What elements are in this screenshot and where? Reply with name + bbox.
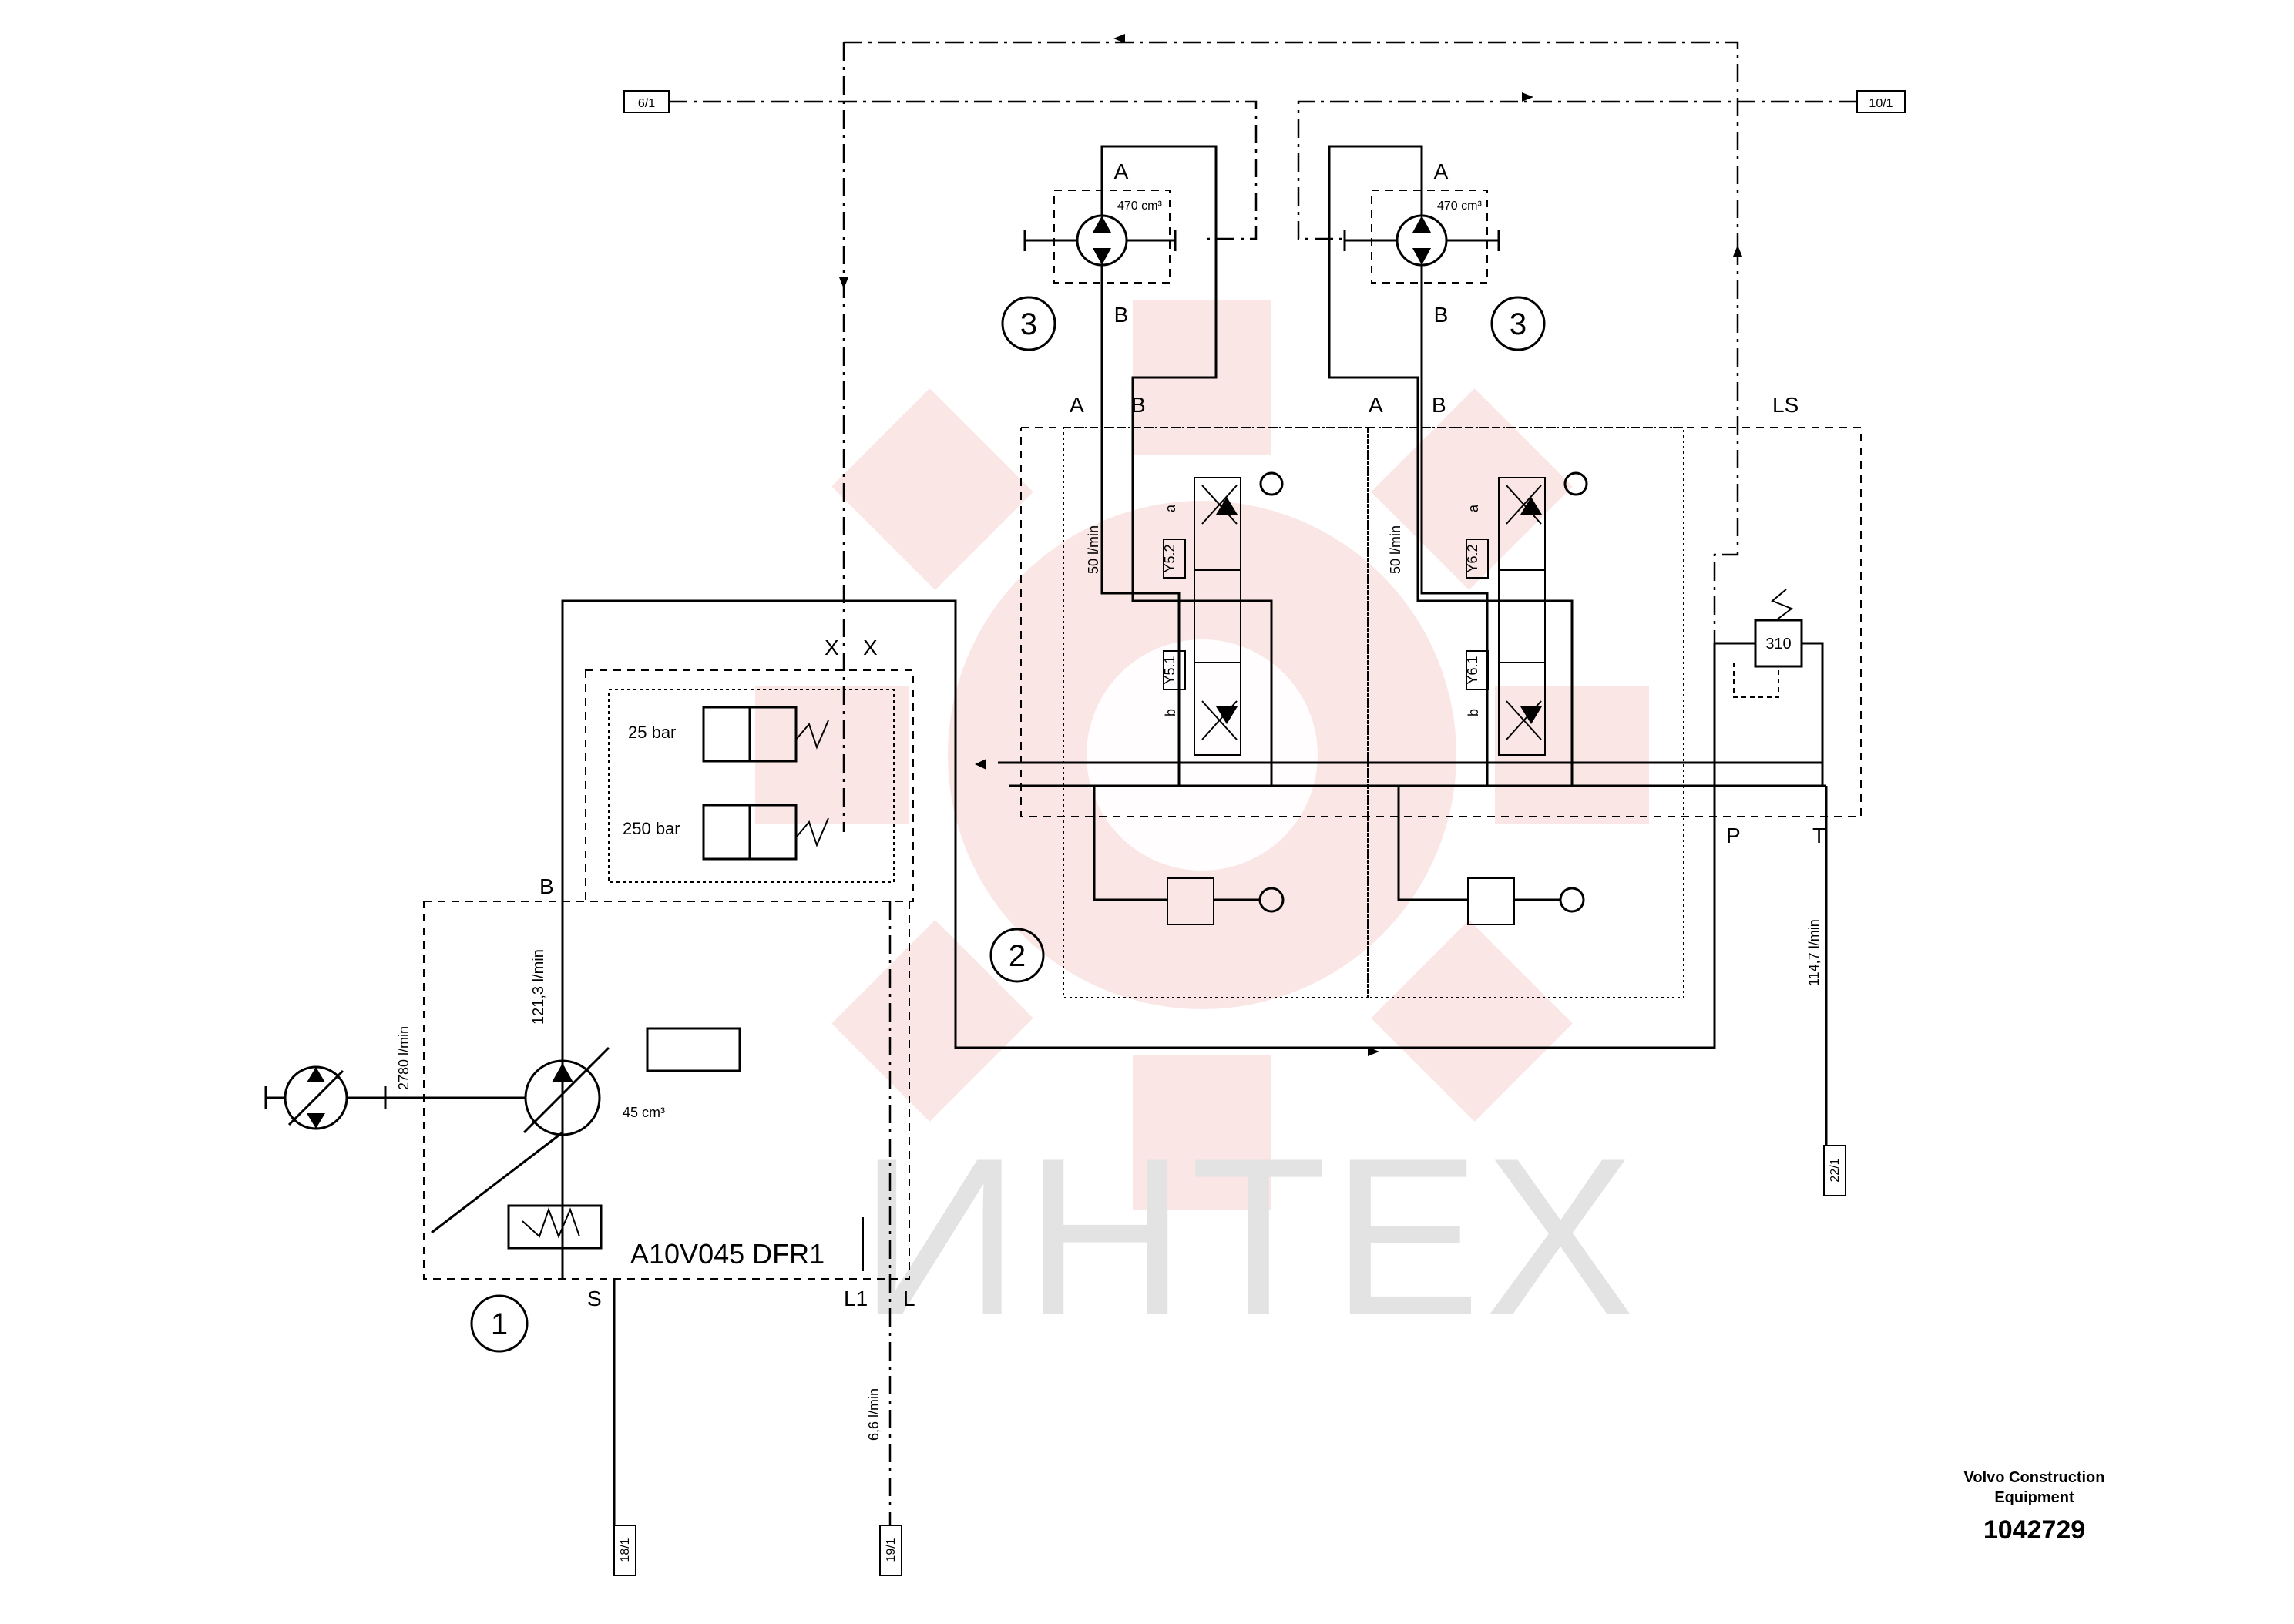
pump-compensator-block[interactable]: 25 bar 250 bar X X — [585, 636, 914, 902]
svg-text:L: L — [903, 1287, 915, 1310]
svg-text:6/1: 6/1 — [638, 97, 655, 110]
pilot-lines-top — [669, 34, 1857, 832]
main-pressure-tank-lines: 114,7 l/min — [561, 599, 1828, 1279]
svg-text:10/1: 10/1 — [1869, 97, 1893, 110]
ref-box-22-1[interactable]: 22/1 — [1823, 1145, 1846, 1196]
svg-text:B: B — [1434, 303, 1449, 327]
variable-pump[interactable]: 45 cm³ 121,3 l/min A10V045 DFR1 B S L1 L — [423, 874, 915, 1310]
svg-text:250 bar: 250 bar — [623, 819, 680, 838]
svg-text:A10V045 DFR1: A10V045 DFR1 — [630, 1238, 825, 1270]
svg-text:B: B — [1114, 303, 1129, 327]
svg-text:Y5.1: Y5.1 — [1162, 656, 1177, 684]
svg-text:a: a — [1466, 504, 1481, 512]
ref-box-6-1[interactable]: 6/1 — [623, 90, 670, 113]
component-2: 2 — [989, 928, 1045, 983]
ref-box-10-1[interactable]: 10/1 — [1856, 90, 1906, 113]
svg-text:B: B — [539, 874, 554, 898]
svg-text:X: X — [825, 636, 839, 659]
svg-text:114,7 l/min: 114,7 l/min — [1806, 919, 1822, 986]
svg-text:18/1: 18/1 — [619, 1538, 632, 1562]
component-1: 1 — [470, 1294, 529, 1353]
svg-text:A: A — [1369, 393, 1383, 417]
svg-text:3: 3 — [1510, 307, 1527, 341]
svg-text:2780 l/min: 2780 l/min — [396, 1026, 411, 1090]
svg-text:T: T — [1812, 824, 1825, 847]
svg-text:50 l/min: 50 l/min — [1086, 525, 1101, 574]
svg-text:Y5.2: Y5.2 — [1162, 544, 1177, 572]
svg-text:A: A — [1434, 159, 1449, 183]
svg-text:45 cm³: 45 cm³ — [623, 1105, 665, 1120]
valve-block-outline — [1020, 427, 1862, 998]
directional-valve-section-2[interactable]: Y6.2 Y6.1 a b 50 l/min — [1388, 471, 1588, 756]
svg-text:S: S — [587, 1287, 602, 1310]
ref-box-18-1[interactable]: 18/1 — [613, 1525, 636, 1576]
svg-text:A: A — [1114, 159, 1129, 183]
engine-drive[interactable]: 2780 l/min — [264, 1026, 526, 1130]
svg-text:470 cm³: 470 cm³ — [1117, 200, 1162, 213]
hydraulic-motor-left[interactable]: 470 cm³ A B — [1023, 159, 1177, 327]
svg-text:2: 2 — [1009, 939, 1026, 973]
section-compensators — [1093, 786, 1585, 925]
svg-text:P: P — [1726, 824, 1741, 847]
svg-text:B: B — [1131, 393, 1146, 417]
svg-text:X: X — [863, 636, 878, 659]
svg-text:19/1: 19/1 — [885, 1538, 898, 1562]
valve-block-labels: A B A B LS P T — [1070, 393, 1825, 847]
svg-text:Y6.1: Y6.1 — [1465, 656, 1480, 684]
svg-text:b: b — [1466, 709, 1481, 716]
drawing-number: 1042729 — [1983, 1515, 2086, 1545]
component-3-right: 3 — [1490, 296, 1546, 351]
suction-drain-lines: 6,6 l/min — [613, 901, 892, 1525]
svg-text:22/1: 22/1 — [1829, 1158, 1842, 1182]
svg-text:a: a — [1163, 504, 1178, 512]
relief-valve-310[interactable]: 310 — [1715, 589, 1824, 786]
svg-text:LS: LS — [1772, 393, 1799, 417]
svg-text:L1: L1 — [844, 1287, 868, 1310]
svg-text:6,6 l/min: 6,6 l/min — [866, 1388, 882, 1441]
svg-text:B: B — [1432, 393, 1446, 417]
svg-text:Y6.2: Y6.2 — [1465, 544, 1480, 572]
svg-text:1: 1 — [491, 1307, 508, 1341]
svg-text:50 l/min: 50 l/min — [1388, 525, 1403, 574]
svg-text:121,3 l/min: 121,3 l/min — [530, 949, 547, 1025]
svg-text:A: A — [1070, 393, 1084, 417]
ref-box-19-1[interactable]: 19/1 — [879, 1525, 902, 1576]
component-3-left: 3 — [1001, 296, 1056, 351]
svg-text:470 cm³: 470 cm³ — [1437, 200, 1482, 213]
svg-text:3: 3 — [1020, 307, 1037, 341]
title-block: Volvo Construction Equipment 1042729 — [1896, 1468, 2173, 1545]
company-name: Volvo Construction Equipment — [1963, 1469, 2105, 1506]
svg-text:25 bar: 25 bar — [628, 723, 676, 742]
directional-valve-section-1[interactable]: Y5.2 Y5.1 a b 50 l/min — [1086, 471, 1284, 756]
svg-text:310: 310 — [1765, 636, 1791, 653]
svg-text:b: b — [1163, 709, 1178, 716]
